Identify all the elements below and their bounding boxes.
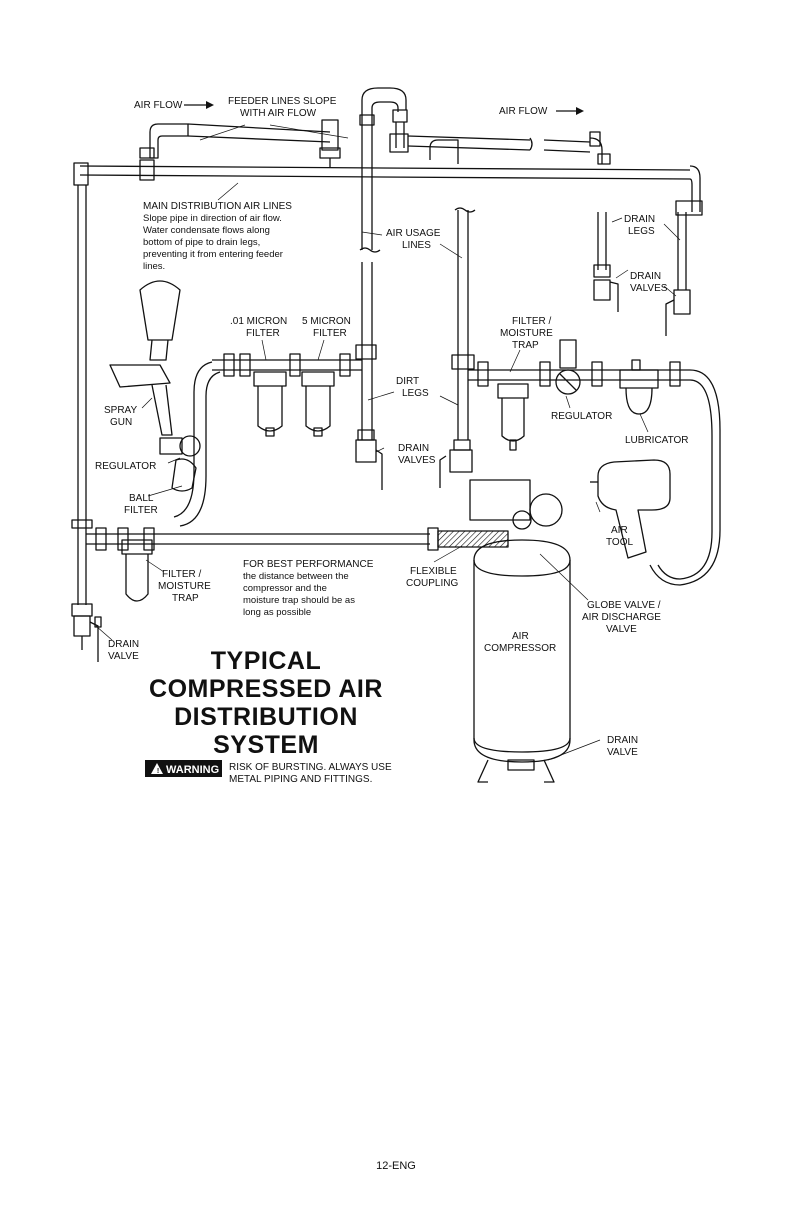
air-usage-line-center: [355, 160, 383, 490]
svg-text:!: !: [157, 768, 159, 775]
frl-bank-right: [468, 339, 721, 586]
label-drain-valve-left-1: DRAIN: [108, 639, 139, 650]
label-best-performance-1: FOR BEST PERFORMANCE: [243, 559, 374, 570]
label-feeder-lines-1: FEEDER LINES SLOPE: [228, 96, 337, 107]
title-line-4: SYSTEM: [213, 731, 319, 759]
label-01-micron: .01 MICRON: [230, 316, 287, 327]
air-tool: [590, 459, 671, 559]
label-air-flow-left: AIR FLOW: [134, 100, 183, 111]
label-filter-trap-low-3: TRAP: [172, 593, 199, 604]
label-drain-valve-left-2: VALVE: [108, 651, 139, 662]
label-main-lines-6: lines.: [143, 261, 165, 272]
spray-gun: [109, 280, 181, 436]
title-line-2: COMPRESSED AIR: [149, 675, 383, 703]
label-filter-trap-top-1: FILTER /: [512, 316, 551, 327]
label-globe-valve-1: GLOBE VALVE /: [587, 600, 661, 611]
label-flexible-coupling-2: COUPLING: [406, 578, 458, 589]
label-drain-valves-center-2: VALVES: [398, 455, 436, 466]
label-feeder-lines-2: WITH AIR FLOW: [240, 108, 317, 119]
page-number: 12-ENG: [376, 1160, 416, 1172]
warning-badge-label: WARNING: [166, 764, 219, 776]
label-main-lines-2: Slope pipe in direction of air flow.: [143, 213, 282, 224]
right-drain-legs: [593, 212, 691, 336]
label-spray-gun-1: SPRAY: [104, 405, 137, 416]
label-flexible-coupling-1: FLEXIBLE: [410, 566, 457, 577]
label-air-tool-1: AIR: [611, 525, 628, 536]
label-drain-legs-1: DRAIN: [624, 214, 655, 225]
label-drain-legs-2: LEGS: [628, 226, 655, 237]
label-ball-filter-2: FILTER: [124, 505, 158, 516]
label-air-usage-2: LINES: [402, 240, 431, 251]
air-compressor: [469, 479, 571, 783]
label-globe-valve-2: AIR DISCHARGE: [582, 612, 661, 623]
label-filter-trap-low-2: MOISTURE: [158, 581, 211, 592]
label-best-performance-2: the distance between the: [243, 571, 349, 582]
label-main-lines-3: Water condensate flows along: [143, 225, 270, 236]
warning-badge: [145, 760, 222, 777]
label-filter-trap-top-3: TRAP: [512, 340, 539, 351]
warning-triangle-icon: [151, 763, 163, 774]
label-air-flow-right: AIR FLOW: [499, 106, 548, 117]
label-drain-valves-center-1: DRAIN: [398, 443, 429, 454]
label-filter-trap-top-2: MOISTURE: [500, 328, 553, 339]
title-line-3: DISTRIBUTION: [174, 703, 358, 731]
label-01-micron-filter: FILTER: [246, 328, 280, 339]
label-drain-valve-bottom-1: DRAIN: [607, 735, 638, 746]
warning-text-2: METAL PIPING AND FITTINGS.: [229, 774, 372, 785]
label-5-micron: 5 MICRON: [302, 316, 351, 327]
label-drain-valve-bottom-2: VALVE: [607, 747, 638, 758]
label-dirt-legs-2: LEGS: [402, 388, 429, 399]
label-globe-valve-3: VALVE: [606, 624, 637, 635]
feeder-line-left: [139, 119, 341, 181]
airflow-arrow-left: [184, 101, 214, 109]
title-line-1: TYPICAL: [211, 647, 321, 675]
leader-lines: [95, 124, 681, 761]
label-air-tool-2: TOOL: [606, 537, 633, 548]
label-best-performance-4: moisture trap should be as: [243, 595, 355, 606]
inline-regulator-left: [159, 435, 201, 492]
warning-block: ! WARNING RISK OF BURSTING. ALWAYS USE M…: [145, 760, 392, 785]
label-best-performance-3: compressor and the: [243, 583, 327, 594]
label-drain-valves-right-1: DRAIN: [630, 271, 661, 282]
label-main-lines-1: MAIN DISTRIBUTION AIR LINES: [143, 201, 292, 212]
center-riser-loop: [359, 87, 611, 165]
label-ball-filter-1: BALL: [129, 493, 154, 504]
left-drain-pipe: [71, 185, 102, 662]
label-regulator-right: REGULATOR: [551, 411, 612, 422]
label-regulator-left: REGULATOR: [95, 461, 156, 472]
label-dirt-legs-1: DIRT: [396, 376, 419, 387]
label-air-usage-1: AIR USAGE: [386, 228, 441, 239]
label-lubricator: LUBRICATOR: [625, 435, 689, 446]
label-air-compressor-1: AIR: [512, 631, 529, 642]
filter-bank-left: [173, 353, 362, 527]
warning-text-1: RISK OF BURSTING. ALWAYS USE: [229, 762, 392, 773]
main-distribution-pipe: [73, 162, 703, 216]
label-spray-gun-2: GUN: [110, 417, 132, 428]
label-filter-trap-low-1: FILTER /: [162, 569, 201, 580]
label-main-lines-5: preventing it from entering feeder: [143, 249, 283, 260]
label-air-compressor-2: COMPRESSOR: [484, 643, 556, 654]
label-main-lines-4: bottom of pipe to drain legs,: [143, 237, 260, 248]
label-5-micron-filter: FILTER: [313, 328, 347, 339]
airflow-arrow-right: [556, 107, 584, 115]
label-best-performance-5: long as possible: [243, 607, 311, 618]
label-drain-valves-right-2: VALVES: [630, 283, 668, 294]
air-usage-line-right: [429, 139, 476, 488]
